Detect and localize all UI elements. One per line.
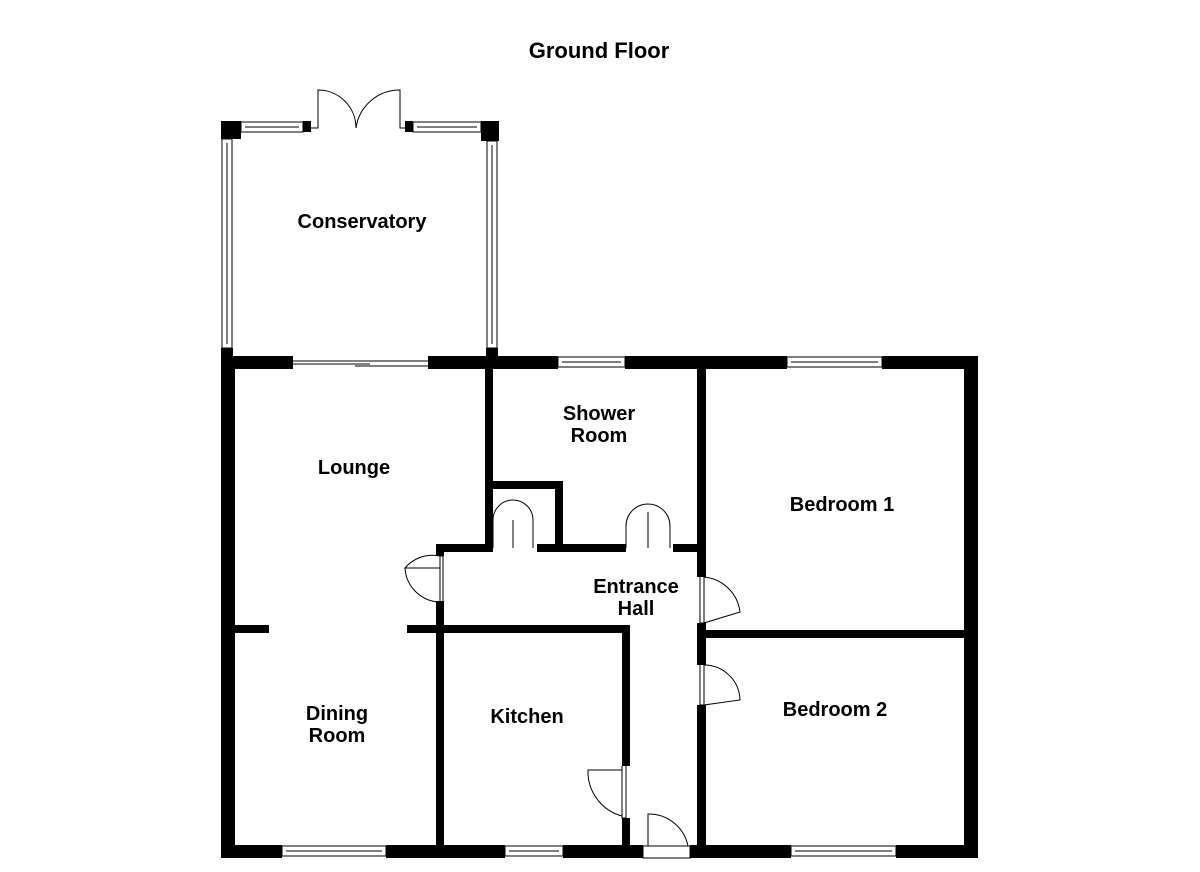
room-label-entrance-hall: Hall — [618, 598, 655, 620]
wall — [690, 845, 791, 858]
room-label-entrance-hall: Entrance — [593, 576, 679, 598]
wall — [622, 625, 630, 766]
room-label-kitchen: Kitchen — [490, 706, 563, 728]
wall — [436, 544, 444, 556]
wall — [440, 544, 493, 552]
wall — [706, 630, 964, 638]
wall — [882, 356, 978, 369]
wall — [221, 356, 293, 369]
wall — [485, 481, 563, 489]
room-label-shower-room: Room — [571, 425, 628, 447]
wall — [221, 348, 233, 356]
wall — [673, 544, 706, 552]
wall — [563, 845, 643, 858]
room-label-lounge: Lounge — [318, 457, 390, 479]
wall — [235, 625, 269, 633]
wall — [964, 356, 978, 858]
door-threshold — [642, 845, 691, 859]
door-frame — [439, 555, 444, 603]
wall — [697, 705, 706, 845]
windows — [281, 356, 897, 857]
french-door — [311, 89, 405, 129]
room-labels: Conservatory Lounge Shower Room Bedroom … — [298, 211, 895, 747]
wall — [697, 369, 706, 577]
wall — [303, 121, 311, 132]
room-label-bedroom-1: Bedroom 1 — [790, 494, 894, 516]
wall — [221, 121, 241, 139]
room-label-bedroom-2: Bedroom 2 — [783, 699, 887, 721]
wall — [481, 121, 499, 141]
wall — [622, 818, 630, 845]
wall — [221, 845, 282, 858]
wall — [896, 845, 978, 858]
wall — [221, 356, 235, 858]
doors — [403, 499, 741, 859]
floor-title: Ground Floor — [529, 38, 670, 63]
room-label-dining-room: Dining — [306, 703, 368, 725]
wall — [555, 481, 563, 551]
wall — [697, 623, 706, 665]
wall — [537, 544, 626, 552]
wall — [625, 356, 787, 369]
wall — [386, 845, 505, 858]
wall — [405, 121, 413, 132]
conservatory-structure — [221, 89, 499, 356]
internal-walls — [235, 369, 964, 845]
wall — [436, 625, 630, 633]
wall — [407, 625, 444, 633]
room-label-shower-room: Shower — [563, 403, 635, 425]
outer-walls — [221, 356, 978, 858]
wall — [428, 356, 558, 369]
wall — [485, 369, 493, 551]
wall — [436, 601, 444, 845]
room-label-conservatory: Conservatory — [298, 211, 428, 233]
wall — [486, 348, 498, 356]
sliding-door — [293, 360, 428, 367]
room-label-dining-room: Room — [309, 725, 366, 747]
